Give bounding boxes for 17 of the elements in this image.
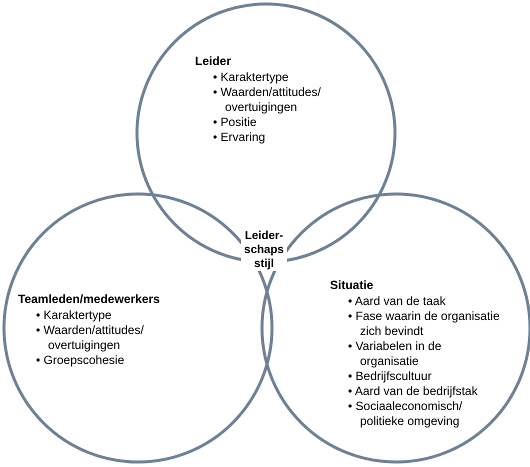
overlap-label: Leider- schaps stijl: [241, 229, 287, 271]
bullet-item: • Aard van de taak: [348, 294, 447, 309]
bullet-item: • Sociaaleconomisch/ politieke omgeving: [348, 399, 464, 429]
bullet-item: • Aard van de bedrijfstak: [348, 384, 479, 399]
bullet-item: • Positie: [213, 115, 258, 130]
bullet-item: • Groepscohesie: [36, 353, 126, 368]
bullet-item: • Waarden/attitudes/ overtuigingen: [36, 323, 145, 353]
bullet-item: • Ervaring: [213, 130, 266, 145]
bullet-item: • Karaktertype: [36, 308, 113, 323]
circle-heading: Teamleden/medewerkers: [18, 292, 161, 307]
bullet-item: • Bedrijfscultuur: [348, 369, 433, 384]
circle-heading: Leider: [195, 54, 232, 69]
bullet-item: • Karaktertype: [213, 70, 290, 85]
bullet-item: • Variabelen in de organisatie: [348, 339, 442, 369]
circle-heading: Situatie: [330, 278, 374, 293]
bullet-item: • Waarden/attitudes/ overtuigingen: [213, 85, 322, 115]
bullet-item: • Fase waarin de organisatie zich bevindt: [348, 309, 501, 339]
